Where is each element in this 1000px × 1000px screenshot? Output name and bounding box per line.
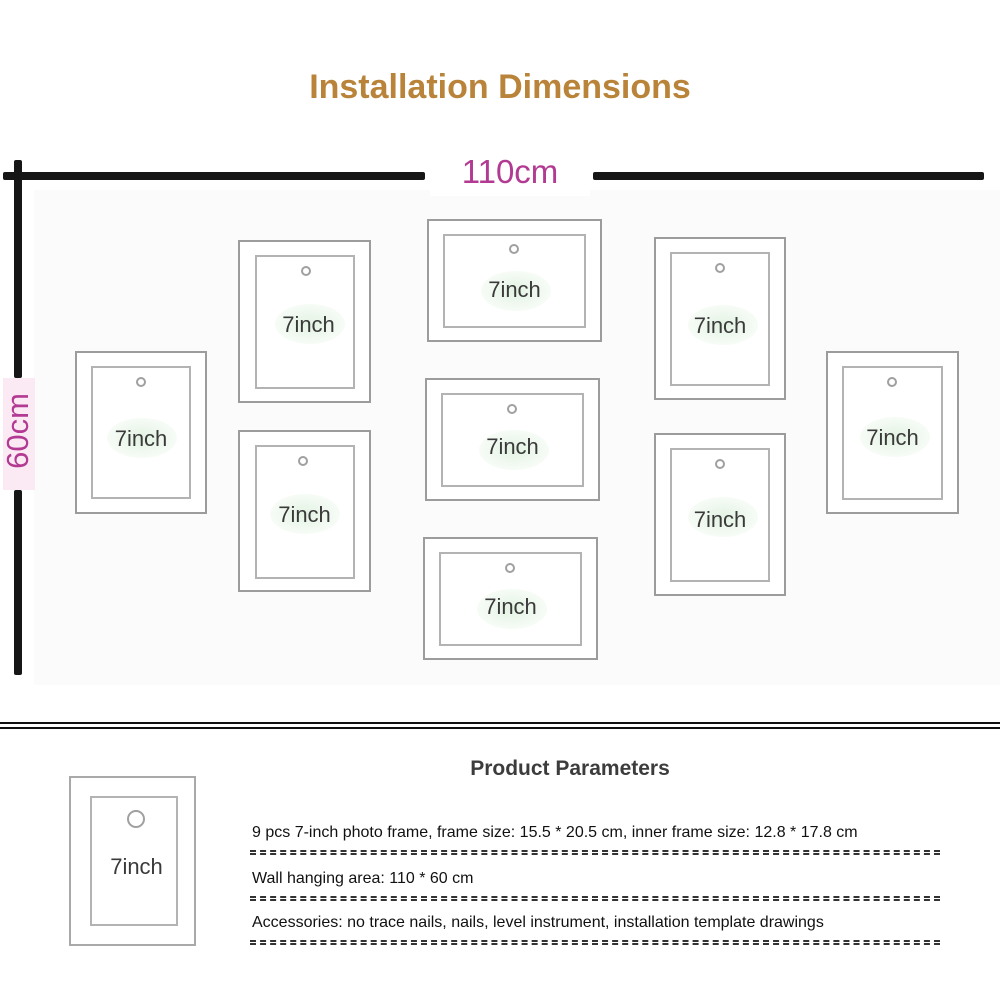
section-divider <box>0 727 1000 729</box>
height-dimension-box <box>3 378 35 490</box>
hanging-hole-icon <box>298 456 308 466</box>
height-bar-bottom <box>14 490 22 675</box>
frame-label: 7inch <box>282 312 335 337</box>
frame-label: 7inch <box>484 594 537 619</box>
hanging-hole-icon <box>505 563 515 573</box>
param-accessories: Accessories: no trace nails, nails, leve… <box>252 914 824 931</box>
hanging-hole-icon <box>127 810 145 828</box>
param-separator <box>250 850 940 855</box>
product-parameters-heading: Product Parameters <box>470 757 670 780</box>
param-separator <box>250 940 940 945</box>
param-separator <box>250 896 940 901</box>
photo-frame-lower-right: 7inch <box>654 433 786 596</box>
sample-frame-label: 7inch <box>110 854 163 879</box>
param-hanging-area: Wall hanging area: 110 * 60 cm <box>252 870 474 887</box>
height-dimension-label: 60cm <box>0 393 35 469</box>
frame-label: 7inch <box>488 277 541 302</box>
frame-label: 7inch <box>866 425 919 450</box>
frame-label: 7inch <box>693 313 747 338</box>
frame-label: 7inch <box>278 502 331 527</box>
frame-label: 7inch <box>114 426 168 451</box>
photo-frame-lower-left: 7inch <box>238 430 371 592</box>
photo-frame-upper-left: 7inch <box>238 240 371 403</box>
width-dimension-label: 110cm <box>430 148 590 196</box>
hanging-hole-icon <box>887 377 897 387</box>
hanging-hole-icon <box>301 266 311 276</box>
hanging-hole-icon <box>715 263 725 273</box>
hanging-hole-icon <box>136 377 146 387</box>
photo-frame-bottom-center: 7inch <box>423 537 598 660</box>
param-frame-size: 9 pcs 7-inch photo frame, frame size: 15… <box>252 824 858 841</box>
photo-frame-upper-right: 7inch <box>654 237 786 400</box>
height-bar-top <box>14 160 22 378</box>
photo-frame-right: 7inch <box>826 351 959 514</box>
sample-photo-frame: 7inch <box>69 776 196 946</box>
hanging-hole-icon <box>509 244 519 254</box>
hanging-hole-icon <box>715 459 725 469</box>
frame-label: 7inch <box>693 507 747 532</box>
hanging-hole-icon <box>507 404 517 414</box>
photo-frame-top-center: 7inch <box>427 219 602 342</box>
page-title: Installation Dimensions <box>309 68 691 106</box>
photo-frame-left: 7inch <box>75 351 207 514</box>
photo-frame-middle-center: 7inch <box>425 378 600 501</box>
frame-label: 7inch <box>486 434 539 459</box>
width-bar-right <box>593 172 984 180</box>
section-divider <box>0 722 1000 724</box>
width-bar-left <box>3 172 425 180</box>
